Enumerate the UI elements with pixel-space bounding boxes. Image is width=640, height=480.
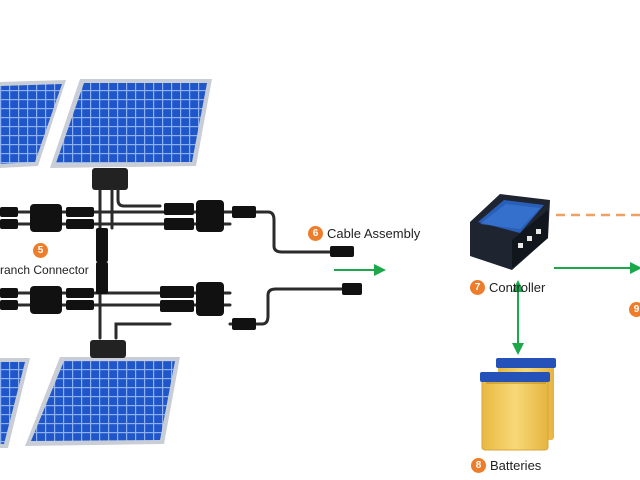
batteries-label: 8 Batteries (471, 458, 541, 473)
junction-box-top-icon (92, 168, 128, 190)
solar-panel-bottom-left-icon (0, 358, 30, 448)
charge-controller-icon (470, 194, 550, 270)
controller-label: 7 Controller (470, 280, 545, 295)
step-badge-5: 5 (33, 243, 48, 258)
step-badge-7: 7 (470, 280, 485, 295)
solar-panel-bottom-right-icon (25, 357, 180, 446)
flow-arrows (334, 262, 640, 355)
cable-assembly-label: 6 Cable Assembly (308, 226, 420, 241)
batteries-icon (480, 358, 556, 451)
junction-box-bottom-icon (90, 340, 126, 358)
next-component-label: 9 (629, 302, 640, 317)
step-badge-6: 6 (308, 226, 323, 241)
step-badge-9: 9 (629, 302, 640, 317)
solar-panel-top-left-icon (0, 80, 66, 168)
branch-connector-text: Branch Connector (0, 263, 89, 277)
step-badge-8: 8 (471, 458, 486, 473)
branch-connector-label: 5 (33, 243, 52, 258)
solar-panel-top-right-icon (50, 79, 212, 168)
mc4-connectors-icon (0, 200, 362, 330)
